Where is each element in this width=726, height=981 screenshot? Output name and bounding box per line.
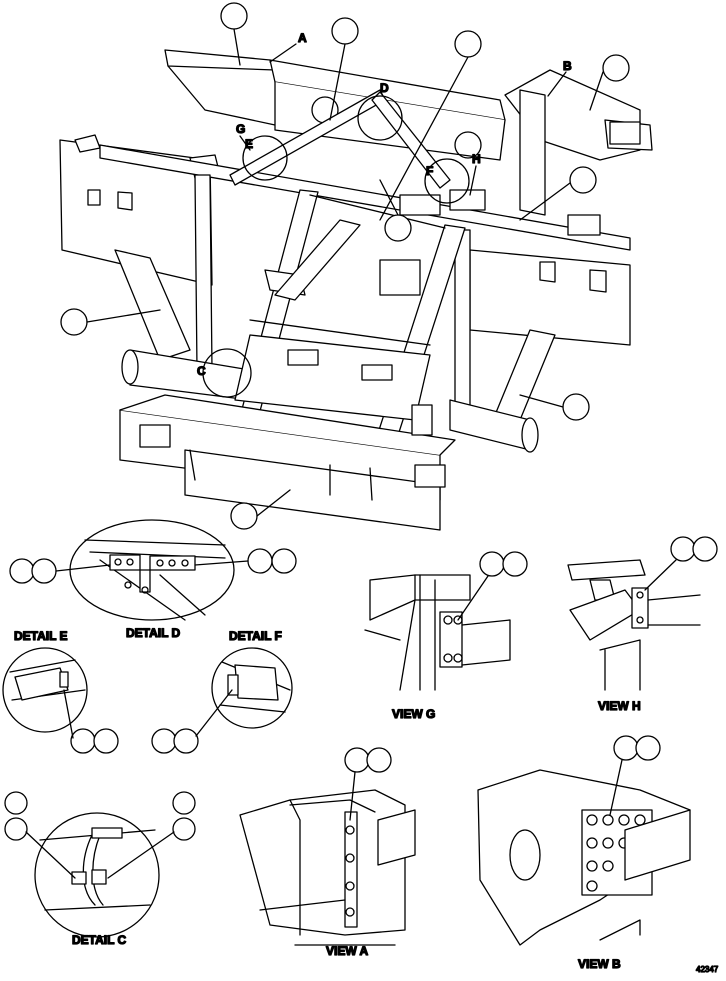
detail-c (34, 812, 160, 938)
detail-circle-e (242, 135, 288, 181)
label-a: A (298, 31, 307, 45)
detail-c-caption: DETAIL C (72, 933, 127, 947)
detail-circle-d (357, 95, 403, 141)
view-b-caption: VIEW B (578, 957, 621, 971)
detail-circle-f (424, 158, 470, 204)
detail-d-caption: DETAIL D (126, 626, 181, 640)
label-h: H (472, 152, 481, 166)
view-b (477, 769, 691, 946)
detail-d (69, 519, 235, 621)
view-h-caption: VIEW H (598, 699, 641, 713)
detail-circle-c (202, 348, 252, 398)
detail-f (211, 647, 293, 729)
view-g (364, 574, 511, 691)
label-d: D (380, 81, 389, 95)
detail-e-caption: DETAIL E (14, 629, 68, 643)
callout-leaders-main (86, 28, 604, 517)
label-g: G (236, 122, 245, 136)
view-a-caption: VIEW A (326, 944, 369, 958)
detail-f-caption: DETAIL F (229, 629, 282, 643)
view-a (239, 789, 416, 946)
label-b: B (563, 59, 572, 73)
label-f: F (426, 164, 433, 178)
label-c: C (197, 364, 206, 378)
view-h (567, 559, 701, 691)
figure-number: 42347 (696, 965, 719, 974)
callout-bubbles-detail-d (9, 548, 297, 584)
view-g-caption: VIEW G (392, 707, 435, 721)
label-e: E (245, 137, 253, 151)
detail-e (2, 647, 88, 733)
main-frame-assembly (59, 49, 653, 531)
callout-bubbles-main (60, 2, 630, 530)
